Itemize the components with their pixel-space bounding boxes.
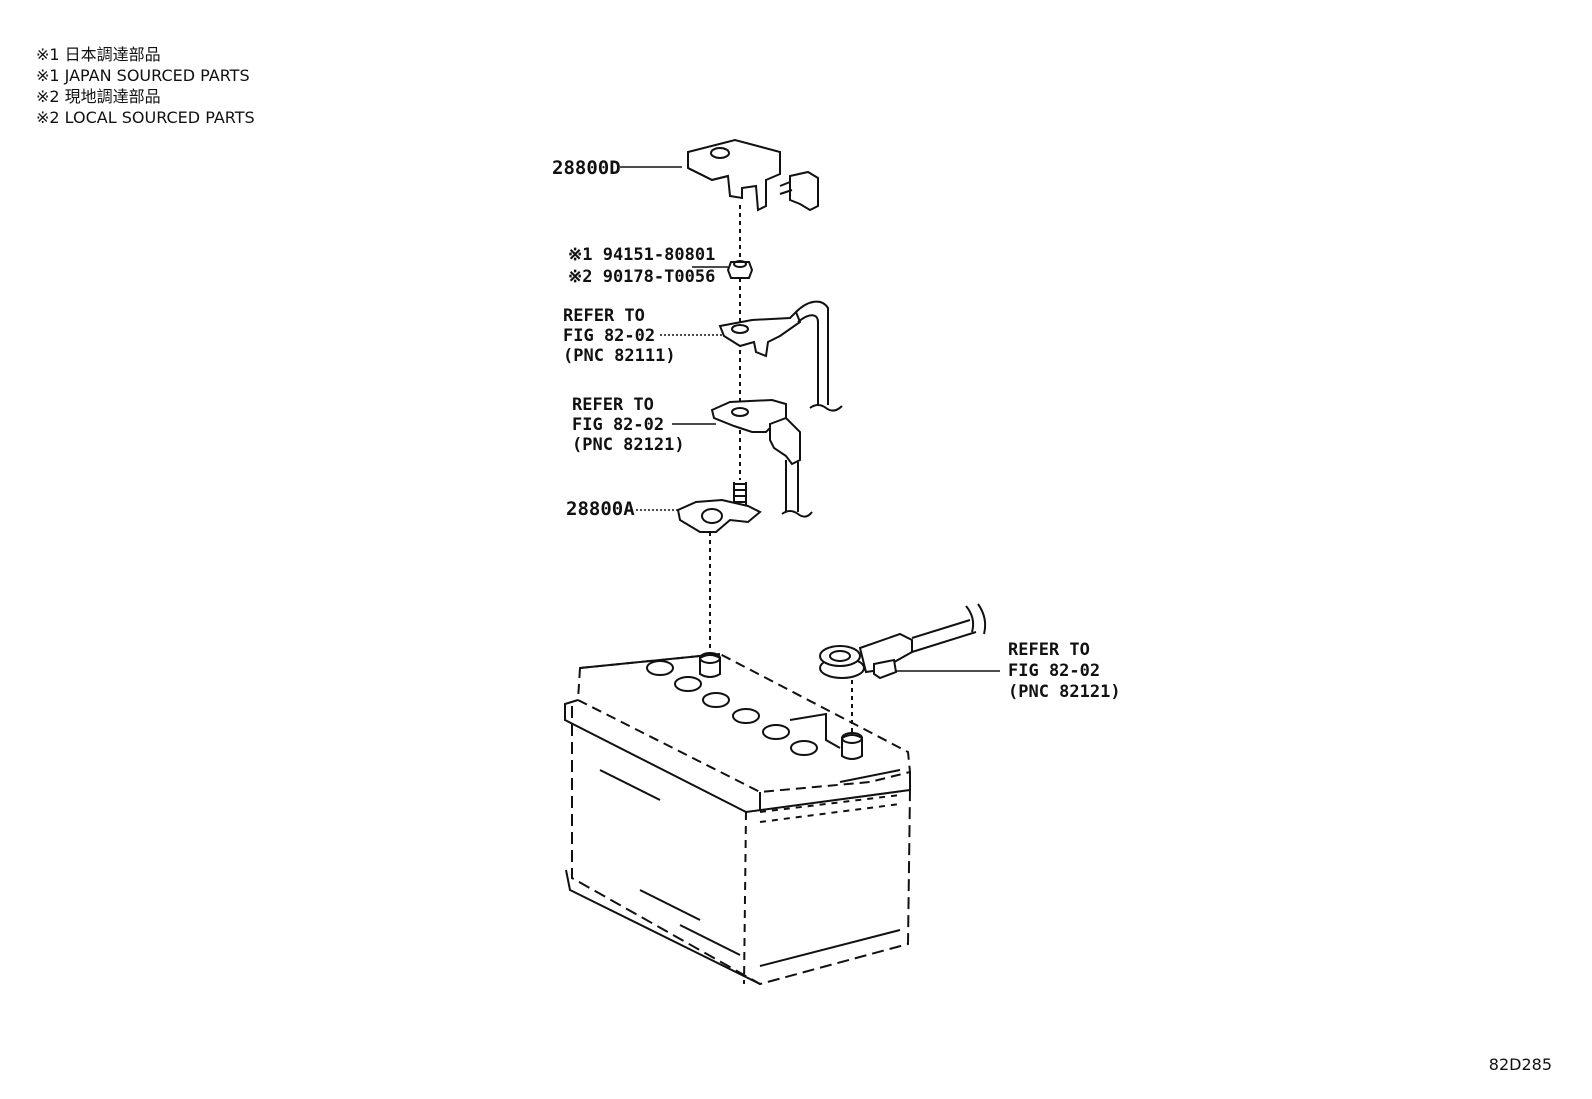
part-number-28800D: 28800D: [552, 157, 621, 179]
ref1-line2: FIG 82-02: [563, 326, 655, 346]
legend-line-1: ※1 日本調達部品: [36, 45, 161, 64]
ref2-line2: FIG 82-02: [572, 415, 664, 435]
legend: ※1 日本調達部品 ※1 JAPAN SOURCED PARTS ※2 現地調達…: [36, 44, 255, 128]
legend-line-4: ※2 LOCAL SOURCED PARTS: [36, 108, 255, 127]
ref3-line2: FIG 82-02: [1008, 661, 1100, 681]
nut-drawing: [726, 260, 754, 279]
ref3-line3: (PNC 82121): [1008, 682, 1121, 702]
legend-line-3: ※2 現地調達部品: [36, 87, 161, 106]
terminal-clamp-drawing: [676, 482, 762, 533]
battery-drawing: [564, 652, 912, 986]
ref1-line3: (PNC 82111): [563, 346, 676, 366]
figure-code: 82D285: [1488, 1055, 1552, 1074]
part-number-28800A: 28800A: [566, 498, 635, 520]
side-cable-terminal-drawing: [819, 603, 987, 680]
ref2-line3: (PNC 82121): [572, 435, 685, 455]
cable-terminal-1-drawing: [718, 300, 843, 412]
legend-line-2: ※1 JAPAN SOURCED PARTS: [36, 66, 250, 85]
terminal-cover-drawing: [687, 138, 819, 212]
ref1-line1: REFER TO: [563, 306, 645, 326]
cable-terminal-2-drawing: [710, 398, 813, 518]
ref3-line1: REFER TO: [1008, 640, 1090, 660]
ref2-line1: REFER TO: [572, 395, 654, 415]
part-number-nut-jp: ※1 94151-80801: [568, 245, 715, 265]
part-number-nut-local: ※2 90178-T0056: [568, 267, 715, 287]
